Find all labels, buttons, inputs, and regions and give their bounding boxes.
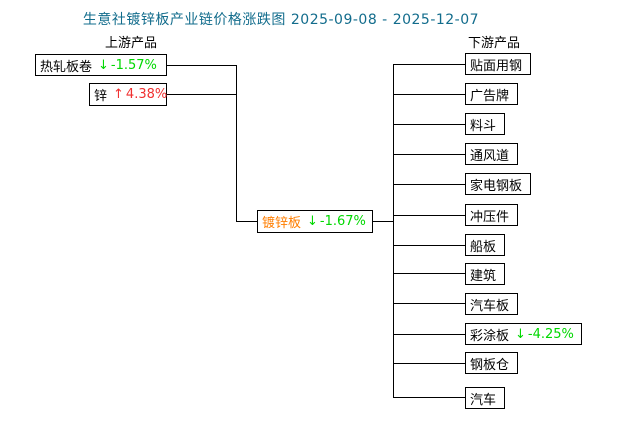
node-zinc: 锌 ↑ 4.38% [89, 83, 167, 106]
downstream-section-label: 下游产品 [468, 36, 521, 51]
price-change: ↓ -4.25% [515, 327, 574, 342]
product-name: 建筑 [470, 268, 497, 284]
downstream-node: 汽车板 [465, 293, 518, 315]
down-arrow-icon: ↓ [515, 326, 526, 342]
downstream-node: 船板 [465, 234, 505, 256]
product-name: 汽车 [470, 392, 497, 408]
up-arrow-icon: ↑ [113, 87, 124, 102]
product-name: 锌 [94, 89, 108, 104]
node-galvanized-sheet: 镀锌板 ↓ -1.67% [257, 210, 373, 233]
product-name: 钢板仓 [470, 357, 510, 373]
downstream-node: 冲压件 [465, 204, 518, 226]
downstream-node: 钢板仓 [465, 352, 518, 374]
product-name: 料斗 [470, 118, 497, 134]
connector-line [393, 94, 470, 95]
price-change-value: -1.67% [319, 214, 366, 229]
connector-line [236, 65, 237, 222]
price-change: ↑ 4.38% [113, 87, 167, 102]
connector-line [393, 154, 470, 155]
downstream-node: 汽车 [465, 387, 505, 409]
price-change: ↓ -1.67% [307, 214, 366, 229]
chart-title: 生意社镀锌板产业链价格涨跌图 2025-09-08 - 2025-12-07 [0, 9, 562, 29]
connector-line [120, 94, 237, 95]
downstream-node: 广告牌 [465, 83, 518, 105]
connector-line [393, 303, 470, 304]
downstream-node: 料斗 [465, 113, 505, 135]
downstream-node-color-coated-sheet: 彩涂板 ↓ -4.25% [465, 323, 582, 345]
downstream-node: 贴面用钢 [465, 53, 531, 75]
price-change-value: -4.25% [527, 326, 574, 342]
product-name: 广告牌 [470, 88, 510, 104]
connector-line [236, 221, 271, 222]
connector-line [393, 273, 470, 274]
connector-line [393, 64, 394, 398]
connector-line [393, 215, 470, 216]
price-change: ↓ -1.57% [98, 58, 157, 73]
connector-line [393, 64, 470, 65]
connector-line [360, 221, 393, 222]
product-name: 汽车板 [470, 298, 510, 314]
downstream-node: 建筑 [465, 263, 505, 285]
product-name: 贴面用钢 [470, 58, 523, 74]
connector-line [393, 334, 470, 335]
upstream-section-label: 上游产品 [105, 36, 158, 51]
down-arrow-icon: ↓ [307, 214, 318, 229]
connector-line [393, 184, 470, 185]
chart-date-range: 2025-09-08 - 2025-12-07 [290, 12, 480, 28]
product-name: 船板 [470, 239, 497, 255]
down-arrow-icon: ↓ [98, 57, 109, 73]
downstream-node: 通风道 [465, 143, 518, 165]
connector-line [393, 397, 470, 398]
product-name: 彩涂板 [470, 328, 510, 344]
connector-line [393, 124, 470, 125]
chart-title-text: 生意社镀锌板产业链价格涨跌图 [82, 12, 286, 28]
product-name: 热轧板卷 [40, 59, 93, 75]
connector-line [120, 65, 237, 66]
product-name: 冲压件 [470, 209, 510, 225]
product-name: 通风道 [470, 148, 510, 164]
price-change-value: 4.38% [125, 87, 168, 102]
product-name: 镀锌板 [262, 216, 302, 231]
connector-line [393, 363, 470, 364]
connector-line [393, 245, 470, 246]
price-change-value: -1.57% [110, 57, 157, 73]
downstream-node: 家电钢板 [465, 173, 531, 195]
product-name: 家电钢板 [470, 178, 523, 194]
node-hot-rolled-coil: 热轧板卷 ↓ -1.57% [35, 54, 167, 76]
